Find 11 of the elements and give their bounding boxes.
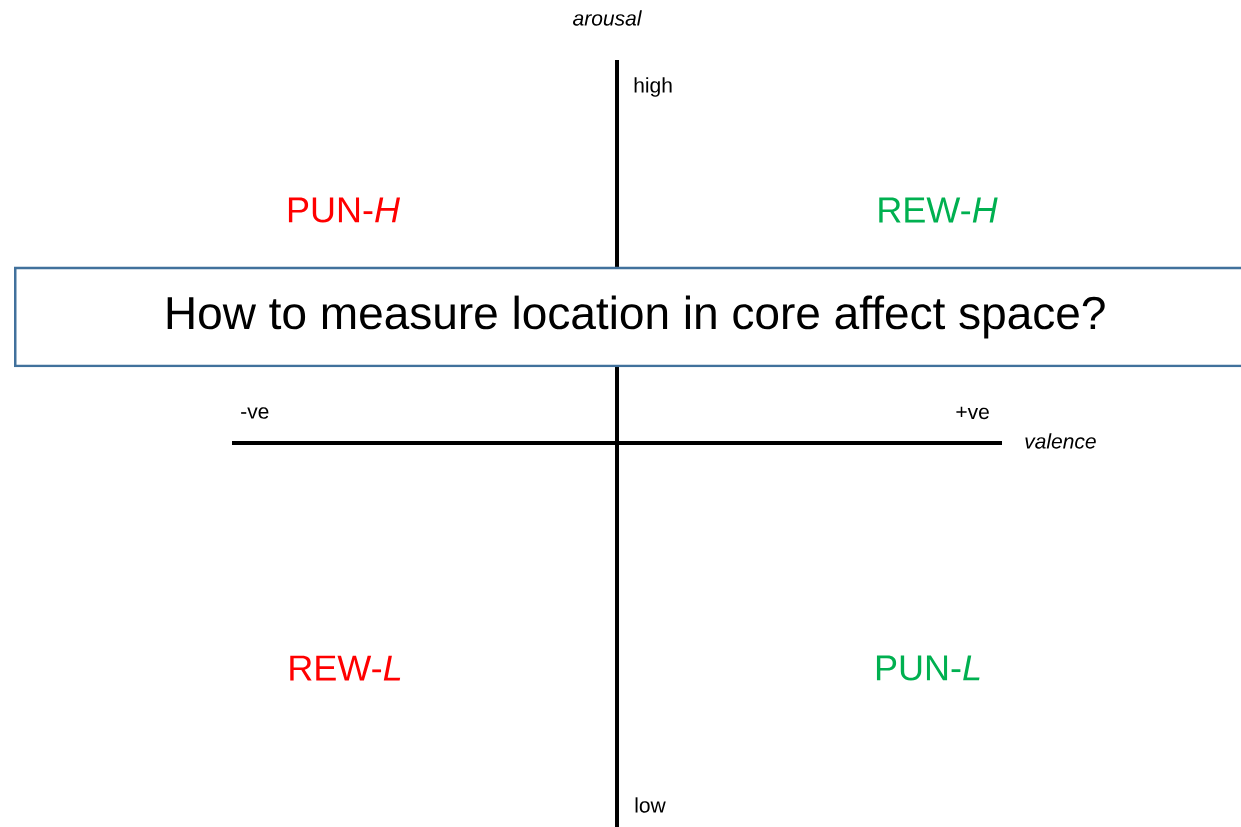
axis-end-label: high	[634, 77, 672, 97]
axis-end-label: +ve	[956, 406, 989, 420]
axis-end-label: -ve	[241, 407, 269, 419]
question-box: How to measure location in core affect space?	[14, 266, 1241, 368]
quadrant-label: REW-H	[879, 197, 998, 223]
axis-label: arousal	[573, 10, 642, 26]
axis-end-label: low	[635, 797, 666, 813]
quadrant-label: REW-L	[290, 655, 401, 681]
axis-label: valence	[1025, 433, 1096, 449]
quadrant-label: PUN-H	[288, 197, 400, 223]
quadrant-label: PUN-L	[876, 655, 980, 681]
